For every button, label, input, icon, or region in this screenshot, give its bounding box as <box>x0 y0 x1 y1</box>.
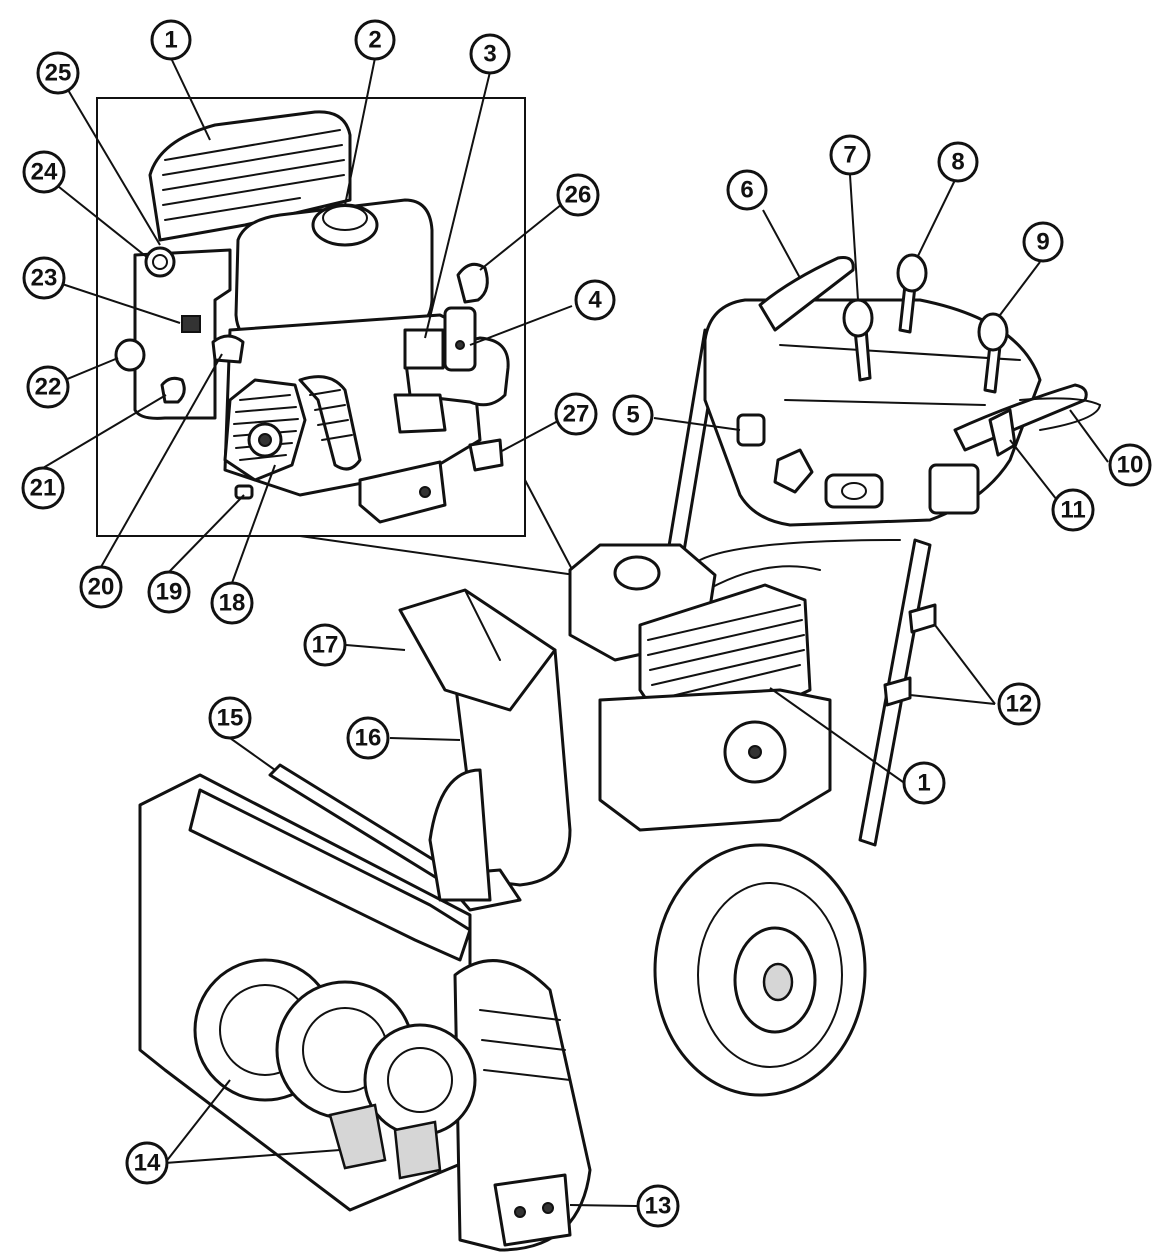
lever-knob-9 <box>977 312 1009 352</box>
callout-11: 11 <box>1051 488 1095 532</box>
callout-24: 24 <box>22 150 66 194</box>
callout-20: 20 <box>79 565 123 609</box>
svg-text:5: 5 <box>626 402 639 429</box>
key-switch <box>160 376 186 404</box>
svg-text:24: 24 <box>31 159 58 186</box>
callout-4: 4 <box>574 279 616 321</box>
console-light <box>824 473 884 509</box>
svg-text:7: 7 <box>843 142 856 169</box>
svg-text:25: 25 <box>45 60 72 87</box>
svg-text:17: 17 <box>312 632 339 659</box>
callout-14: 14 <box>125 1141 169 1185</box>
callout-8: 8 <box>937 141 979 183</box>
svg-text:21: 21 <box>30 475 57 502</box>
oil-drain <box>468 438 504 472</box>
svg-text:14: 14 <box>134 1150 161 1177</box>
starter-box <box>403 328 445 370</box>
svg-text:6: 6 <box>740 177 753 204</box>
console-panel-right <box>928 463 980 515</box>
svg-text:1: 1 <box>164 27 177 54</box>
skid-shoe <box>493 1173 572 1247</box>
callout-23: 23 <box>22 256 66 300</box>
svg-text:19: 19 <box>156 579 183 606</box>
svg-text:15: 15 <box>217 705 244 732</box>
housing-top-bar <box>188 788 472 962</box>
auger-right <box>363 1023 477 1137</box>
callout-2: 2 <box>354 19 396 61</box>
drain-plug <box>234 484 254 500</box>
fuel-cap-inset <box>311 203 379 247</box>
svg-text:8: 8 <box>951 149 964 176</box>
callout-1-inset: 1 <box>150 19 192 61</box>
callout-3: 3 <box>469 33 511 75</box>
exhaust-port <box>393 393 447 434</box>
engine-base <box>358 460 447 524</box>
main-engine-body <box>598 688 832 832</box>
svg-text:18: 18 <box>219 590 246 617</box>
snow-blower-main <box>138 253 1102 1252</box>
svg-text:9: 9 <box>1036 229 1049 256</box>
adjuster-knob-lower <box>883 676 912 707</box>
main-fuel-cap <box>613 555 661 591</box>
callout-17: 17 <box>303 623 347 667</box>
lever-knob-7 <box>842 298 874 338</box>
lever-knob-8 <box>896 253 928 293</box>
left-handlebar <box>758 256 855 332</box>
callout-25: 25 <box>36 51 80 95</box>
callout-6: 6 <box>726 169 768 211</box>
callout-1-main: 1 <box>902 761 946 805</box>
callout-18: 18 <box>210 581 254 625</box>
svg-text:13: 13 <box>645 1193 672 1220</box>
svg-text:27: 27 <box>563 401 590 428</box>
logo-badge <box>773 448 814 494</box>
callout-22: 22 <box>26 365 70 409</box>
svg-text:20: 20 <box>88 574 115 601</box>
callout-27: 27 <box>554 392 598 436</box>
console-lamp-left <box>736 413 766 447</box>
inset-frame <box>96 97 526 537</box>
engine-inset <box>96 97 576 576</box>
primer-bulb <box>114 338 146 372</box>
wheel <box>653 843 867 1097</box>
callout-26: 26 <box>556 173 600 217</box>
control-switch <box>181 315 201 333</box>
svg-text:23: 23 <box>31 265 58 292</box>
callout-10: 10 <box>1108 443 1152 487</box>
svg-text:1: 1 <box>917 770 930 797</box>
callouts: 1 2 3 4 5 6 7 8 9 10 11 12 13 14 15 16 1… <box>21 19 1152 1228</box>
starter-motor-inset <box>443 306 477 372</box>
callout-9: 9 <box>1022 221 1064 263</box>
callout-12: 12 <box>997 682 1041 726</box>
svg-text:26: 26 <box>565 182 592 209</box>
svg-text:10: 10 <box>1117 452 1144 479</box>
chute-deflector <box>398 588 557 712</box>
throttle-knob <box>211 334 245 364</box>
callout-19: 19 <box>147 570 191 614</box>
svg-text:12: 12 <box>1006 691 1033 718</box>
callout-16: 16 <box>346 716 390 760</box>
svg-text:4: 4 <box>588 287 602 314</box>
callout-5: 5 <box>612 394 654 436</box>
callout-21: 21 <box>21 466 65 510</box>
svg-text:11: 11 <box>1060 497 1085 524</box>
callout-13: 13 <box>636 1184 680 1228</box>
svg-text:3: 3 <box>483 41 496 68</box>
spark-plug-cap <box>456 262 489 304</box>
rear-tire-left <box>428 768 492 902</box>
engine-shroud <box>133 248 232 420</box>
svg-text:16: 16 <box>355 725 382 752</box>
oil-fill-cap <box>144 246 176 278</box>
augers <box>193 958 477 1180</box>
svg-text:22: 22 <box>35 374 62 401</box>
right-handlebar <box>953 383 1088 452</box>
callout-7: 7 <box>829 134 871 176</box>
callout-15: 15 <box>208 696 252 740</box>
svg-text:2: 2 <box>368 27 381 54</box>
